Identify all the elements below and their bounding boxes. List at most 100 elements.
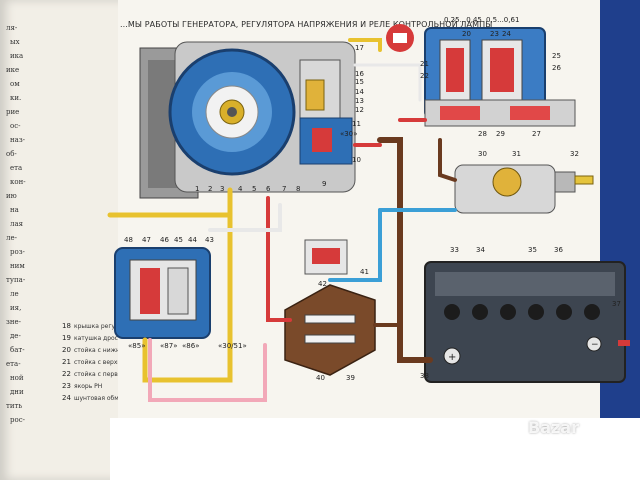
callout-label: 26 (552, 64, 561, 72)
legend-number: 23 (62, 382, 71, 390)
left-page-line: лая (10, 220, 24, 228)
legend-text: стойка с верхним контакт. (74, 359, 160, 366)
callout-label: 20 (462, 30, 471, 38)
callout-label: 17 (355, 44, 364, 52)
callout-label: 43 (205, 236, 214, 244)
legend-number: 21 (62, 358, 71, 366)
wires (107, 38, 457, 402)
callout-label: 14 (355, 88, 364, 96)
left-page-line: ним (10, 262, 25, 270)
callout-label: 4 (238, 185, 243, 193)
legend-text: катушка дросселя (74, 335, 133, 342)
left-page-line: ия, (10, 304, 22, 312)
callout-label: «87» (160, 342, 178, 350)
callout-label: 38 (420, 372, 429, 380)
page-title: ...МЫ РАБОТЫ ГЕНЕРАТОРА, РЕГУЛЯТОРА НАПР… (120, 20, 493, 29)
callout-label: 23 (490, 30, 499, 38)
callout-label: 1 (195, 185, 200, 193)
callout-label: 29 (496, 130, 505, 138)
callout-label: 27 (532, 130, 541, 138)
left-page-line: ле (10, 290, 19, 298)
voltage-regulator (386, 24, 576, 127)
watermark: Bazar (528, 418, 579, 437)
svg-text:+: + (448, 352, 456, 363)
callout-label: 42 (318, 280, 327, 288)
left-page-line: ос- (10, 122, 21, 130)
callout-label: 12 (355, 106, 364, 114)
callout-label: 34 (476, 246, 485, 254)
callout-label: 21 (420, 60, 429, 68)
callout-label: «86» (182, 342, 200, 350)
left-page-line: ика (10, 52, 24, 60)
callout-label: 35 (528, 246, 537, 254)
callout-label: 6 (266, 185, 271, 193)
callout-label: «85» (128, 342, 146, 350)
left-page-line: кон- (10, 178, 26, 186)
fuse-block (284, 284, 376, 376)
left-page-line: де- (10, 332, 21, 340)
legend-number: 24 (62, 394, 71, 402)
left-page-line: наз- (10, 136, 26, 144)
table-surface (110, 418, 640, 480)
left-page-line: ной (10, 374, 24, 382)
callout-label: 13 (355, 97, 364, 105)
lamp-relay (114, 247, 211, 339)
left-page-line: ике (6, 66, 20, 74)
left-page-line: ля- (6, 24, 18, 32)
callout-label: 47 (142, 236, 151, 244)
callout-label: 28 (478, 130, 487, 138)
left-page-line: дни (10, 388, 24, 396)
ignition-switch (454, 164, 594, 214)
left-page-line: ом (10, 80, 20, 88)
left-page-line: ле- (6, 234, 17, 242)
left-page-line: тить (6, 402, 23, 410)
control-lamp (304, 239, 348, 275)
left-page-line: рос- (10, 416, 25, 424)
left-page-line: об- (6, 150, 17, 158)
left-page-line: тупа- (6, 276, 26, 284)
left-page-line: зне- (6, 318, 21, 326)
callout-label: 44 (188, 236, 197, 244)
legend-text: якорь РН (74, 383, 103, 390)
callout-label: 7 (282, 185, 287, 193)
left-page-line: ета (10, 164, 23, 172)
legend-number: 18 (62, 322, 71, 330)
legend-number: 20 (62, 346, 71, 354)
legend-number: 19 (62, 334, 71, 342)
callout-label: 9 (322, 180, 327, 188)
left-page-line: ета- (6, 360, 21, 368)
legend-text: стойка с нижним контакт. (74, 347, 158, 354)
callout-label: 11 (352, 120, 361, 128)
left-page-line: рие (6, 108, 20, 116)
callout-label: 10 (352, 156, 361, 164)
callout-label: «30» (340, 130, 358, 138)
callout-label: 40 (316, 374, 325, 382)
left-page-line: бат- (10, 346, 25, 354)
callout-label: 22 (420, 72, 429, 80)
callout-label: 5 (252, 185, 257, 193)
callout-label: 0,25...0,45 (444, 16, 482, 24)
callout-label: 32 (570, 150, 579, 158)
callout-label: 16 (355, 70, 364, 78)
left-page-line: на (10, 206, 19, 214)
callout-label: 46 (160, 236, 169, 244)
legend-text: стойка с первой стойки (74, 371, 150, 378)
callout-label: 0,5...0,61 (486, 16, 520, 24)
callout-label: 45 (174, 236, 183, 244)
legend-text: шунтовая обмотка (74, 395, 134, 402)
callout-label: 24 (502, 30, 511, 38)
generator (139, 41, 356, 199)
callout-label: 39 (346, 374, 355, 382)
callout-label: «30/51» (218, 342, 247, 350)
callout-label: 30 (478, 150, 487, 158)
callout-label: 3 (220, 185, 225, 193)
left-page-line: ых (10, 38, 20, 46)
callout-label: 31 (512, 150, 521, 158)
left-page-line: ки. (10, 94, 22, 102)
svg-text:−: − (591, 340, 599, 350)
callout-label: 2 (208, 185, 213, 193)
callout-label: 37 (612, 300, 621, 308)
callout-label: 33 (450, 246, 459, 254)
